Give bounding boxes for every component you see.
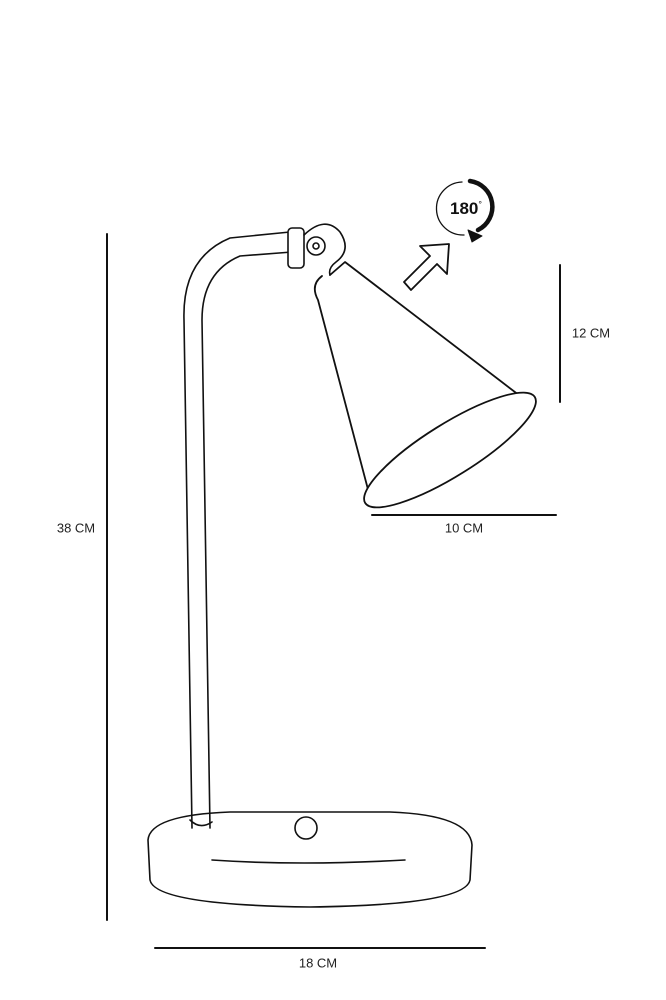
lamp-joint bbox=[287, 223, 346, 276]
lamp-base bbox=[147, 811, 473, 908]
lamp-shade bbox=[313, 261, 537, 509]
height-label: 38 CM bbox=[56, 520, 96, 536]
lamp-arm bbox=[183, 231, 293, 829]
base-width-label: 18 CM bbox=[298, 955, 338, 971]
direction-arrow-icon bbox=[403, 243, 450, 291]
shade-height-label: 12 CM bbox=[571, 325, 611, 341]
rotate-arrow-icon bbox=[435, 178, 495, 243]
shade-width-label: 10 CM bbox=[444, 520, 484, 536]
rotation-label: 180° bbox=[450, 199, 482, 218]
